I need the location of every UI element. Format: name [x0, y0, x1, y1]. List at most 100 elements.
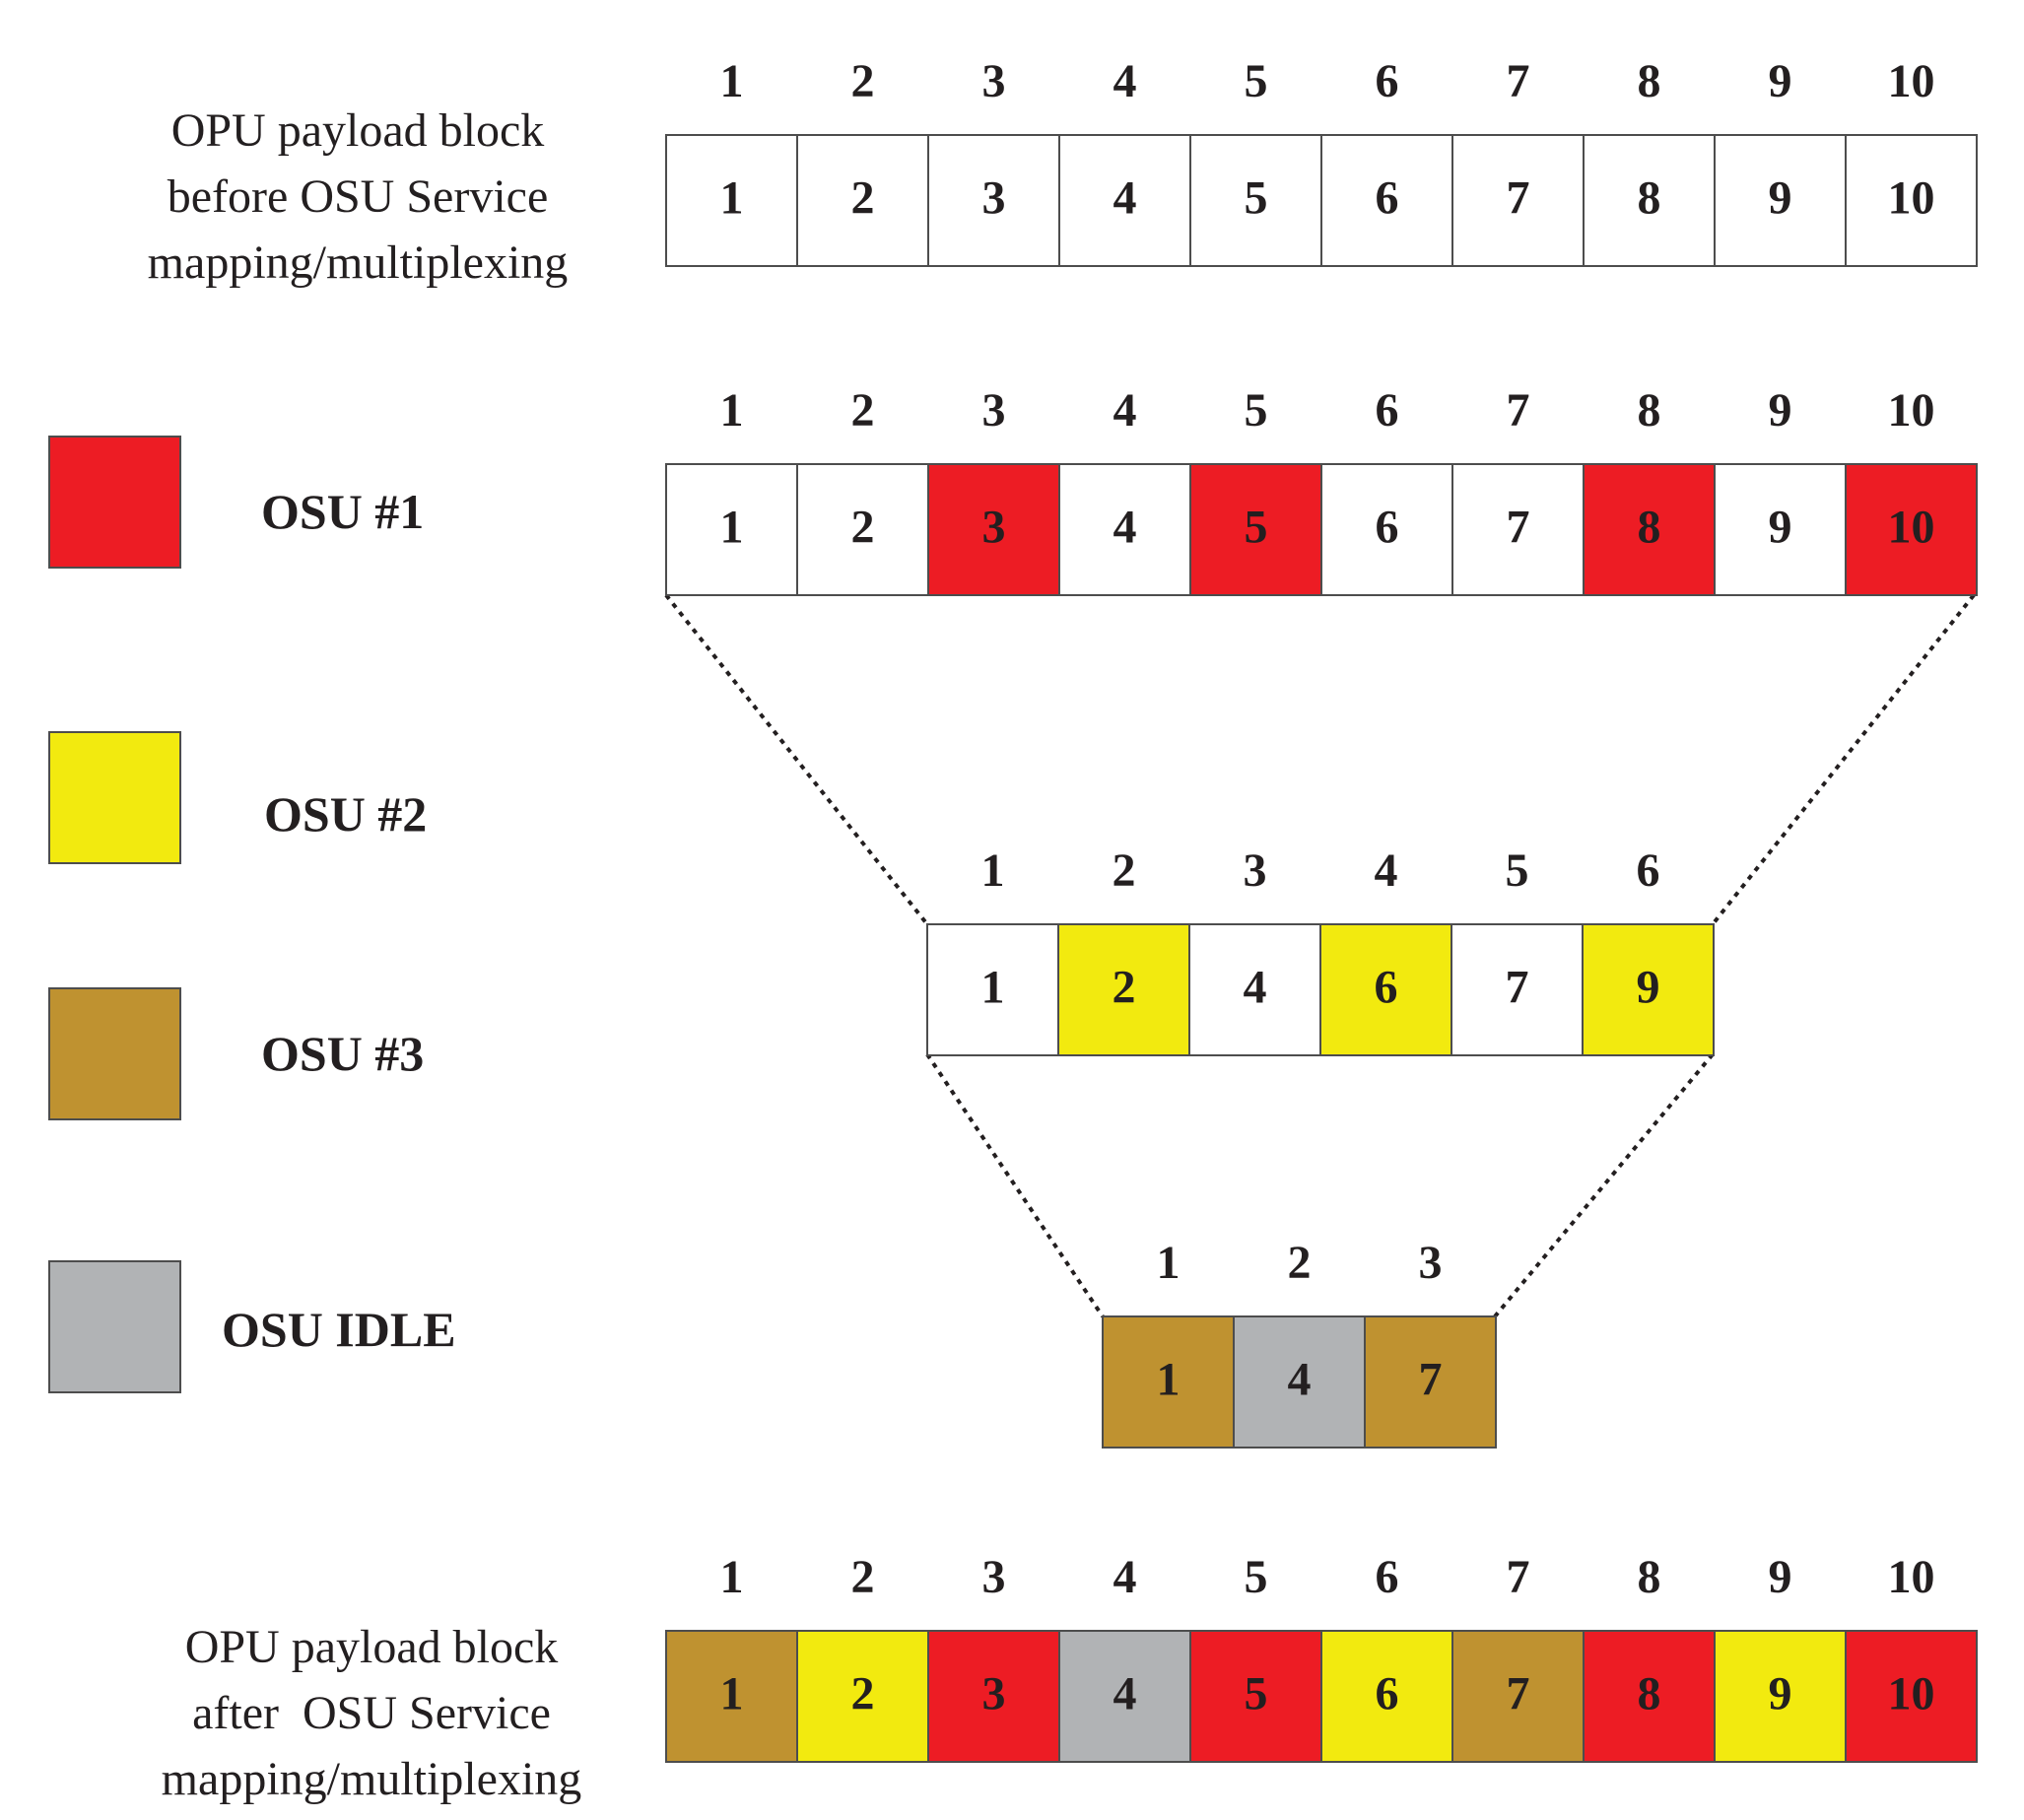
slot-value: 8 [1638, 1668, 1661, 1720]
slot-value: 2 [851, 172, 875, 225]
slot-index: 9 [1769, 55, 1792, 107]
caption-after-line-2: after OSU Service [192, 1687, 551, 1739]
slot-value: 1 [720, 1668, 744, 1720]
legend-label-osu2: OSU #2 [264, 786, 427, 842]
slot-cell-osu2 [1319, 923, 1452, 1056]
slot-value: 10 [1888, 172, 1935, 225]
slot-cell-osu2 [1714, 1630, 1847, 1763]
slot-index: 4 [1113, 1551, 1137, 1603]
slot-cell-osu1 [1845, 1630, 1978, 1763]
slot-cell-osu1 [927, 1630, 1060, 1763]
slot-value: 1 [720, 172, 744, 225]
slot-value: 9 [1637, 962, 1660, 1014]
slot-cell-osu1 [1583, 1630, 1716, 1763]
slot-cell [1451, 463, 1585, 596]
slot-cell-osu1 [1189, 463, 1322, 596]
caption-before: OPU payload block before OSU Service map… [148, 104, 569, 289]
slot-value: 7 [1507, 1668, 1530, 1720]
slot-cell-osu2 [1320, 1630, 1453, 1763]
slot-cell [1058, 134, 1191, 267]
slot-cell [1451, 923, 1584, 1056]
slot-cell-idle [1058, 1630, 1191, 1763]
slot-cell [1451, 134, 1585, 267]
caption-before-line-2: before OSU Service [168, 170, 549, 223]
connectors [664, 593, 1976, 1318]
slot-index: 3 [1244, 844, 1267, 897]
slot-index: 1 [981, 844, 1005, 897]
slot-index: 1 [720, 55, 744, 107]
slot-index: 1 [720, 384, 744, 437]
legend-swatch-osu2 [48, 731, 181, 864]
slot-index: 5 [1245, 55, 1268, 107]
slot-value: 9 [1769, 1668, 1792, 1720]
slot-index: 8 [1638, 1551, 1661, 1603]
slot-cell [1320, 463, 1453, 596]
slot-cell-osu1 [927, 463, 1060, 596]
legend-swatch-osu3 [48, 987, 181, 1120]
slot-value: 4 [1113, 1668, 1137, 1720]
connector-right-lower [1493, 1052, 1715, 1318]
caption-before-line-3: mapping/multiplexing [148, 236, 569, 289]
slot-cell-osu1 [1583, 463, 1716, 596]
slot-cell [926, 923, 1059, 1056]
slot-cell-osu1 [1845, 463, 1978, 596]
slot-cell [1714, 463, 1847, 596]
slot-value: 1 [981, 962, 1005, 1014]
slot-value: 7 [1419, 1354, 1443, 1406]
slot-value: 6 [1376, 172, 1399, 225]
slot-value: 2 [851, 1668, 875, 1720]
slot-cell [1845, 134, 1978, 267]
connector-left-lower [925, 1052, 1105, 1318]
slot-cell [1058, 463, 1191, 596]
slot-index: 7 [1507, 1551, 1530, 1603]
slot-value: 7 [1506, 962, 1529, 1014]
legend-label-osu1: OSU #1 [261, 484, 424, 539]
slot-value: 10 [1888, 1668, 1935, 1720]
slot-index: 2 [1288, 1237, 1312, 1289]
slot-index: 3 [982, 1551, 1006, 1603]
slot-cell [796, 463, 929, 596]
slot-index: 10 [1888, 1551, 1935, 1603]
slot-value: 4 [1113, 502, 1137, 554]
slot-index: 3 [982, 55, 1006, 107]
slot-cell-osu3 [1102, 1315, 1235, 1449]
slot-value: 1 [720, 502, 744, 554]
slot-index: 6 [1637, 844, 1660, 897]
slot-cell-osu2 [1057, 923, 1190, 1056]
slot-value: 6 [1376, 1668, 1399, 1720]
legend-swatch-osu1 [48, 436, 181, 569]
slot-index: 3 [1419, 1237, 1443, 1289]
connector-right-upper [1711, 593, 1976, 926]
slot-value: 9 [1769, 502, 1792, 554]
slot-value: 6 [1376, 502, 1399, 554]
slot-cell [1714, 134, 1847, 267]
slot-index: 1 [720, 1551, 744, 1603]
slot-value: 2 [851, 502, 875, 554]
slot-value: 6 [1375, 962, 1398, 1014]
slot-index: 2 [851, 384, 875, 437]
connector-left-upper [664, 593, 929, 926]
slot-cell [927, 134, 1060, 267]
caption-after: OPU payload block after OSU Service mapp… [162, 1621, 582, 1805]
slot-index: 6 [1376, 1551, 1399, 1603]
slot-index: 5 [1245, 384, 1268, 437]
slot-value: 5 [1245, 502, 1268, 554]
caption-before-line-1: OPU payload block [171, 104, 545, 157]
slot-value: 3 [982, 502, 1006, 554]
slot-index: 10 [1888, 55, 1935, 107]
slot-value: 5 [1245, 1668, 1268, 1720]
slot-value: 4 [1113, 172, 1137, 225]
slot-cell [665, 134, 798, 267]
slot-value: 5 [1245, 172, 1268, 225]
slot-index: 3 [982, 384, 1006, 437]
slot-index: 5 [1245, 1551, 1268, 1603]
slot-cell [1188, 923, 1321, 1056]
slot-index: 5 [1506, 844, 1529, 897]
slot-index: 6 [1376, 384, 1399, 437]
slot-cell [665, 463, 798, 596]
slot-cell-osu3 [1364, 1315, 1497, 1449]
